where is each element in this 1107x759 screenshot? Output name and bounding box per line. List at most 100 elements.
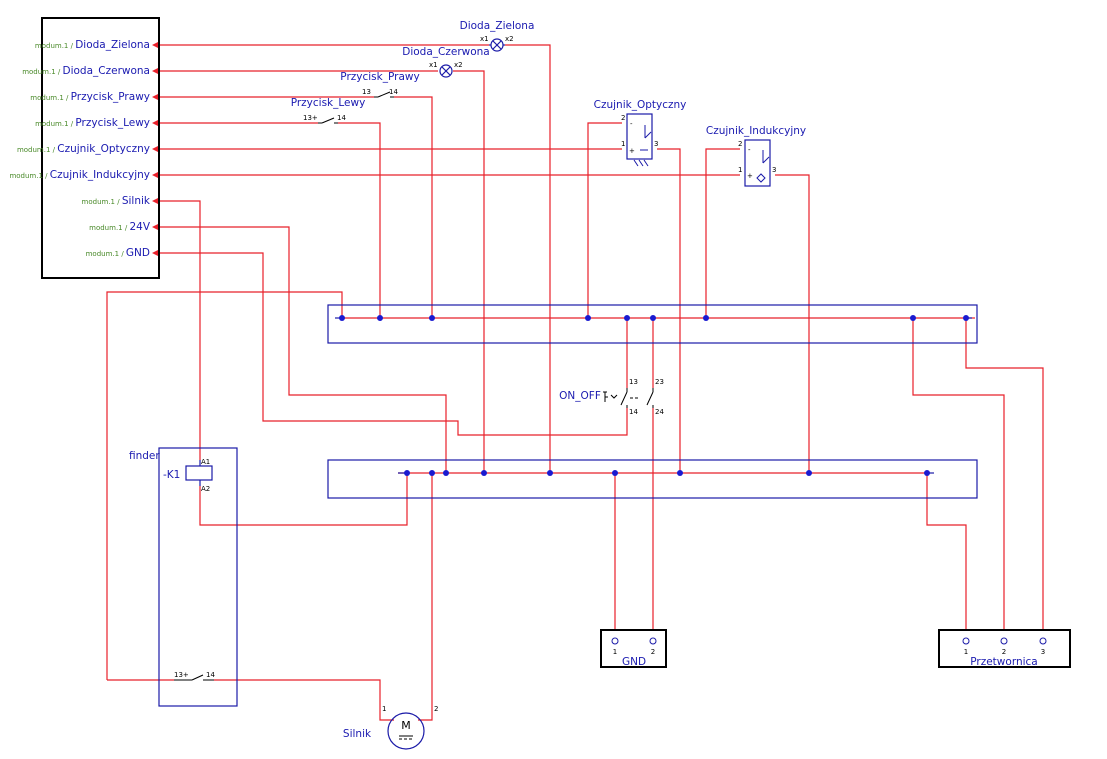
- plc-port-separator: /: [66, 94, 71, 102]
- finder-label: finder: [129, 450, 160, 462]
- przycisk-lewy-label: Przycisk_Lewy: [291, 97, 366, 109]
- czujnik-optyczny-pin2: 2: [621, 114, 625, 122]
- plc-port-module: modum.1: [35, 42, 71, 50]
- gnd-pin2: 2: [651, 648, 655, 656]
- plc-port-module: modum.1: [89, 224, 125, 232]
- plc-port-module: modum.1: [82, 198, 118, 206]
- plc-port-przycisk-lewy: modum.1 / Przycisk_Lewy: [35, 117, 150, 129]
- silnik-label: Silnik: [343, 728, 372, 740]
- plc-port-czujnik-indukcyjny: modum.1 / Czujnik_Indukcyjny: [9, 169, 150, 181]
- plc-port-name: Silnik: [122, 195, 151, 207]
- czujnik-optyczny: Czujnik_Optyczny 2 1 3 - +: [594, 99, 687, 167]
- plc-port-name: Przycisk_Prawy: [71, 91, 150, 103]
- plc-port-name: Dioda_Czerwona: [63, 65, 151, 77]
- plc-port-separator: /: [121, 250, 126, 258]
- plc-port-gnd: modum.1 / GND: [86, 247, 150, 259]
- czujnik-indukcyjny-pin3: 3: [772, 166, 776, 174]
- plc-port-przycisk-prawy: modum.1 / Przycisk_Prawy: [30, 91, 150, 103]
- czujnik-optyczny-pin3: 3: [654, 140, 658, 148]
- przetwornica-label: Przetwornica: [970, 656, 1037, 668]
- czujnik-indukcyjny-label: Czujnik_Indukcyjny: [706, 125, 806, 137]
- on-off-pin-24: 24: [655, 408, 664, 416]
- junction-dots: [339, 315, 969, 476]
- plc-port-name: 24V: [129, 221, 150, 233]
- czujnik-indukcyjny-minus: -: [748, 146, 751, 154]
- finder-coil-label: -K1: [163, 469, 180, 481]
- dioda-czerwona-pin1: x1: [429, 61, 438, 69]
- dioda-czerwona-pin2: x2: [454, 61, 463, 69]
- on-off-pin-23: 23: [655, 378, 664, 386]
- czujnik-optyczny-minus: -: [630, 120, 633, 128]
- przetwornica-pin2: 2: [1002, 648, 1006, 656]
- dioda-zielona-pin1: x1: [480, 35, 489, 43]
- wires: [106, 44, 1044, 721]
- dioda-zielona-pin2: x2: [505, 35, 514, 43]
- gnd-terminal-block: 1 2 GND: [600, 629, 667, 668]
- plc-port-module: modum.1: [35, 120, 71, 128]
- czujnik-indukcyjny: Czujnik_Indukcyjny 2 1 3 - +: [706, 125, 806, 187]
- on-off-pin-14: 14: [629, 408, 638, 416]
- motor-symbol: M: [401, 719, 411, 732]
- finder-contact-pin1: 13+: [174, 671, 189, 679]
- plc-port-module: modum.1: [9, 172, 45, 180]
- przetwornica-pin3: 3: [1041, 648, 1045, 656]
- czujnik-optyczny-pin1: 1: [621, 140, 625, 148]
- plc-port-module: modum.1: [17, 146, 53, 154]
- bus-24v: [327, 304, 978, 344]
- on-off-pin-13: 13: [629, 378, 638, 386]
- dioda-zielona-label: Dioda_Zielona: [460, 20, 535, 32]
- plc-port-module: modum.1: [86, 250, 122, 258]
- przycisk-prawy-label: Przycisk_Prawy: [340, 71, 419, 83]
- czujnik-optyczny-plus: +: [629, 147, 635, 155]
- plc-module: [41, 17, 160, 279]
- silnik-pin2: 2: [434, 705, 438, 713]
- przetwornica-pin1: 1: [964, 648, 968, 656]
- czujnik-indukcyjny-pin1: 1: [738, 166, 742, 174]
- plc-port-separator: /: [45, 172, 50, 180]
- gnd-label: GND: [622, 656, 646, 668]
- plc-port-24v: modum.1 / 24V: [89, 221, 151, 233]
- plc-port-name: Dioda_Zielona: [75, 39, 150, 51]
- przycisk-lewy-pin2: 14: [337, 114, 346, 122]
- czujnik-indukcyjny-pin2: 2: [738, 140, 742, 148]
- plc-port-separator: /: [58, 68, 63, 76]
- plc-port-separator: /: [117, 198, 122, 206]
- plc-port-module: modum.1: [30, 94, 66, 102]
- plc-port-name: Przycisk_Lewy: [75, 117, 150, 129]
- plc-port-separator: /: [71, 42, 76, 50]
- plc-port-name: Czujnik_Optyczny: [57, 143, 150, 155]
- finder-contact-pin2: 14: [206, 671, 215, 679]
- plc-port-dioda-zielona: modum.1 / Dioda_Zielona: [35, 39, 150, 51]
- finder-pin-a2: A2: [201, 485, 210, 493]
- plc-port-name: GND: [126, 247, 150, 259]
- przycisk-prawy-pin1: 13: [362, 88, 371, 96]
- przycisk-lewy: Przycisk_Lewy 13+ 14: [291, 97, 366, 124]
- dioda-czerwona: Dioda_Czerwona x1 x2: [402, 46, 490, 78]
- finder-pin-a1: A1: [201, 458, 210, 466]
- przycisk-prawy-pin2: 14: [389, 88, 398, 96]
- plc-port-silnik: modum.1 / Silnik: [82, 195, 151, 207]
- silnik-motor: M Silnik 1 2: [343, 705, 438, 750]
- finder-relay: finder -K1 A1 A2 13+ 14: [129, 447, 238, 707]
- plc-port-name: Czujnik_Indukcyjny: [50, 169, 150, 181]
- plc-port-separator: /: [71, 120, 76, 128]
- czujnik-indukcyjny-plus: +: [747, 172, 753, 180]
- plc-port-czujnik-optyczny: modum.1 / Czujnik_Optyczny: [17, 143, 150, 155]
- plc-port-separator: /: [53, 146, 58, 154]
- on-off-label: ON_OFF: [559, 390, 601, 402]
- gnd-pin1: 1: [613, 648, 617, 656]
- bus-gnd: [327, 459, 978, 499]
- on-off-switch: ON_OFF 13 14 23 24: [559, 378, 664, 416]
- plc-port-module: modum.1: [22, 68, 58, 76]
- przycisk-prawy: Przycisk_Prawy 13 14: [340, 71, 420, 98]
- przetwornica-terminal-block: 1 2 3 Przetwornica: [938, 629, 1071, 668]
- plc-port-separator: /: [125, 224, 130, 232]
- dioda-zielona: Dioda_Zielona x1 x2: [460, 20, 535, 52]
- przycisk-lewy-pin1: 13+: [303, 114, 318, 122]
- silnik-pin1: 1: [382, 705, 386, 713]
- plc-port-dioda-czerwona: modum.1 / Dioda_Czerwona: [22, 65, 150, 77]
- dioda-czerwona-label: Dioda_Czerwona: [402, 46, 490, 58]
- czujnik-optyczny-label: Czujnik_Optyczny: [594, 99, 687, 111]
